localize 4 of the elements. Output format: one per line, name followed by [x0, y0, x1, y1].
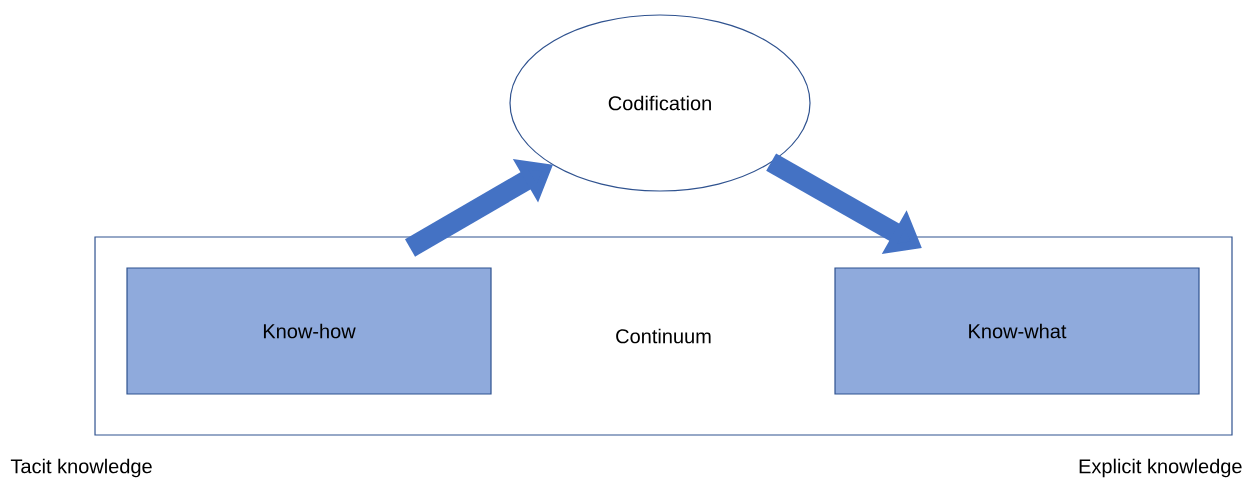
axis-end-label: Explicit knowledge — [1079, 458, 1242, 478]
axis-end-label: Tacit knowledge — [10, 458, 152, 478]
process-box: Know-how — [126, 267, 492, 395]
process-box: Know-what — [834, 267, 1200, 395]
